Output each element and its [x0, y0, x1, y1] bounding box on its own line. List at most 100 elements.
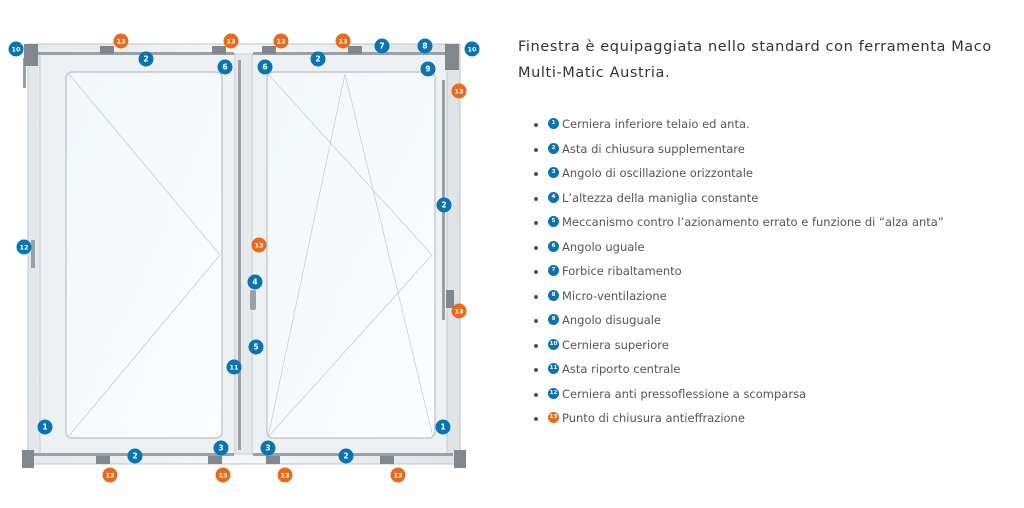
callout-number: 2 — [132, 452, 137, 461]
callout-circle — [435, 419, 451, 435]
callout-marker: 13 — [215, 467, 231, 483]
callout-marker: 3 — [213, 440, 229, 456]
number-badge: 12 — [548, 387, 559, 399]
bullet-icon — [534, 319, 538, 323]
callout-marker: 13 — [223, 33, 239, 49]
callout-number: 10 — [11, 46, 21, 54]
callout-number: 8 — [422, 42, 427, 51]
callout-number: 5 — [253, 343, 258, 352]
callout-circle — [374, 38, 390, 54]
callout-number: 4 — [252, 278, 257, 287]
bullet-icon — [534, 270, 538, 274]
callout-circle — [338, 448, 354, 464]
callout-circle — [277, 467, 293, 483]
legend-item-text: Asta di chiusura supplementare — [562, 141, 745, 156]
callout-marker: 2 — [127, 448, 143, 464]
number-badge: 6 — [548, 240, 559, 252]
callout-number: 13 — [454, 88, 463, 96]
legend-item-text: Angolo disuguale — [562, 313, 662, 327]
legend-item-text: Punto di chiusura antieffrazione — [562, 411, 745, 425]
callout-number: 3 — [218, 444, 223, 453]
callout-number: 13 — [276, 38, 285, 46]
number-badge: 13 — [548, 412, 559, 423]
callout-number: 13 — [105, 472, 114, 480]
legend-panel: Finestra è equipaggiata nello standard c… — [518, 34, 1008, 431]
legend-item-text: Forbice ribaltamento — [562, 264, 682, 278]
number-badge: 4 — [548, 191, 559, 203]
bullet-icon — [534, 392, 538, 397]
callout-marker: 3 — [260, 440, 276, 456]
callout-circle — [451, 83, 467, 99]
bullet-icon — [534, 368, 538, 372]
callout-number: 9 — [425, 65, 430, 74]
callout-marker: 6 — [217, 59, 233, 75]
callout-marker: 1 — [37, 419, 53, 435]
callout-circle — [213, 440, 229, 456]
callout-marker: 10 — [464, 41, 480, 57]
right-sash — [251, 53, 448, 455]
callout-number: 7 — [379, 42, 384, 51]
bullet-icon — [534, 147, 538, 152]
callout-marker: 13 — [273, 33, 289, 49]
callout-circle — [436, 197, 452, 213]
callout-number: 6 — [222, 63, 227, 72]
callout-circle — [16, 239, 32, 255]
callout-circle — [247, 274, 263, 290]
callout-circle — [260, 440, 276, 456]
callout-number: 10 — [467, 46, 477, 54]
callout-marker: 8 — [417, 38, 433, 54]
callout-circle — [251, 237, 267, 253]
callout-marker: 2 — [436, 197, 452, 213]
callout-number: 2 — [343, 452, 348, 461]
callout-marker: 13 — [335, 33, 351, 49]
callout-circle — [417, 38, 433, 54]
number-badge: 7 — [548, 265, 559, 276]
callout-circle — [464, 41, 480, 57]
callout-circle — [217, 59, 233, 75]
number-badge: 1 — [548, 118, 559, 129]
callout-marker: 13 — [390, 467, 406, 483]
callout-number: 2 — [143, 55, 148, 64]
opening-lines — [67, 72, 434, 438]
number-badge: 2 — [548, 142, 559, 154]
callout-marker: 7 — [374, 38, 390, 54]
callout-circle — [451, 303, 467, 319]
callout-marker: 4 — [247, 274, 263, 290]
legend-item-text: Angolo uguale — [562, 239, 645, 254]
callout-marker: 13 — [451, 303, 467, 319]
bullet-icon — [534, 172, 538, 176]
callout-circle — [248, 339, 264, 355]
mullion — [234, 53, 253, 455]
callout-number: 13 — [116, 38, 125, 46]
callout-number: 1 — [42, 423, 47, 432]
legend-item-text: Angolo di oscillazione orizzontale — [562, 166, 753, 180]
callout-marker: 1 — [435, 419, 451, 435]
number-badge: 8 — [548, 289, 559, 301]
callout-number: 13 — [218, 472, 227, 480]
callout-circle — [335, 33, 351, 49]
callout-number: 13 — [254, 242, 263, 250]
callout-circle — [215, 467, 231, 483]
callout-number: 13 — [280, 472, 289, 480]
callout-number: 2 — [441, 201, 446, 210]
callout-marker: 2 — [338, 448, 354, 464]
bullet-icon — [534, 196, 538, 201]
number-badge: 9 — [548, 314, 559, 325]
callout-number: 3 — [265, 444, 270, 453]
callout-circle — [223, 33, 239, 49]
callout-marker: 2 — [310, 51, 326, 67]
callout-circle — [127, 448, 143, 464]
bullet-icon — [534, 245, 538, 250]
callout-number: 13 — [226, 38, 235, 46]
hardware-fittings — [22, 44, 466, 468]
callout-number: 11 — [229, 364, 239, 372]
number-badge: 10 — [548, 338, 559, 350]
callout-marker: 2 — [138, 51, 154, 67]
callout-marker: 13 — [102, 467, 118, 483]
